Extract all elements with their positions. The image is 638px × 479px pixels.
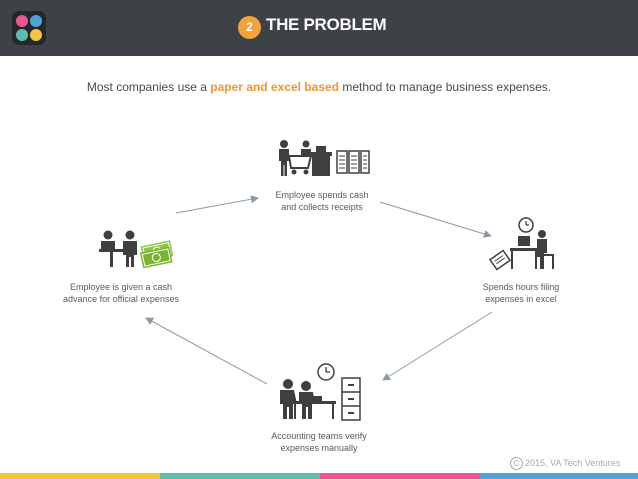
arrow-verify-to-advance	[145, 317, 268, 385]
arrow-excel-to-verify	[382, 311, 493, 381]
step-excel-line2: expenses in excel	[485, 294, 557, 304]
step-spend-caption: Employee spends cash and collects receip…	[262, 189, 382, 213]
accounting-team-icon	[280, 363, 361, 421]
header-bar: 2 THE PROBLEM	[0, 0, 638, 56]
step-excel-line1: Spends hours filing	[482, 282, 560, 292]
step-verify-caption: Accounting teams verify expenses manuall…	[259, 430, 379, 454]
step-verify-line2: expenses manually	[280, 443, 358, 453]
step-number-badge: 2	[238, 16, 261, 39]
step-verify-line1: Accounting teams verify	[271, 431, 367, 441]
step-advance-line2: advance for official expenses	[63, 294, 179, 304]
page-title: THE PROBLEM	[266, 15, 387, 34]
step-advance-caption: Employee is given a cash advance for off…	[56, 281, 186, 305]
step-spend-line2: and collects receipts	[281, 202, 363, 212]
footer-stripe-yellow	[0, 473, 160, 479]
footer-stripe-blue	[480, 473, 638, 479]
intro-text: Most companies use a paper and excel bas…	[0, 80, 638, 94]
step-excel-caption: Spends hours filing expenses in excel	[466, 281, 576, 305]
intro-highlight: paper and excel based	[210, 80, 339, 94]
intro-prefix: Most companies use a	[86, 80, 211, 94]
arrow-spend-to-excel	[379, 201, 492, 238]
step-advance-line1: Employee is given a cash	[69, 282, 173, 292]
app-logo-icon[interactable]	[12, 11, 46, 45]
intro-suffix: method to manage business expenses.	[339, 80, 552, 94]
footer-stripe-pink	[320, 473, 480, 479]
step-spend-line1: Employee spends cash	[275, 190, 369, 200]
shopping-receipts-icon	[279, 140, 370, 176]
copyright-text: 2015, VA Tech Ventures	[525, 457, 621, 468]
copyright-icon: C	[510, 457, 523, 470]
cash-advance-icon	[99, 230, 174, 269]
computer-work-icon	[488, 217, 554, 271]
footer-stripe-teal	[160, 473, 320, 479]
arrow-advance-to-spend	[175, 195, 259, 214]
